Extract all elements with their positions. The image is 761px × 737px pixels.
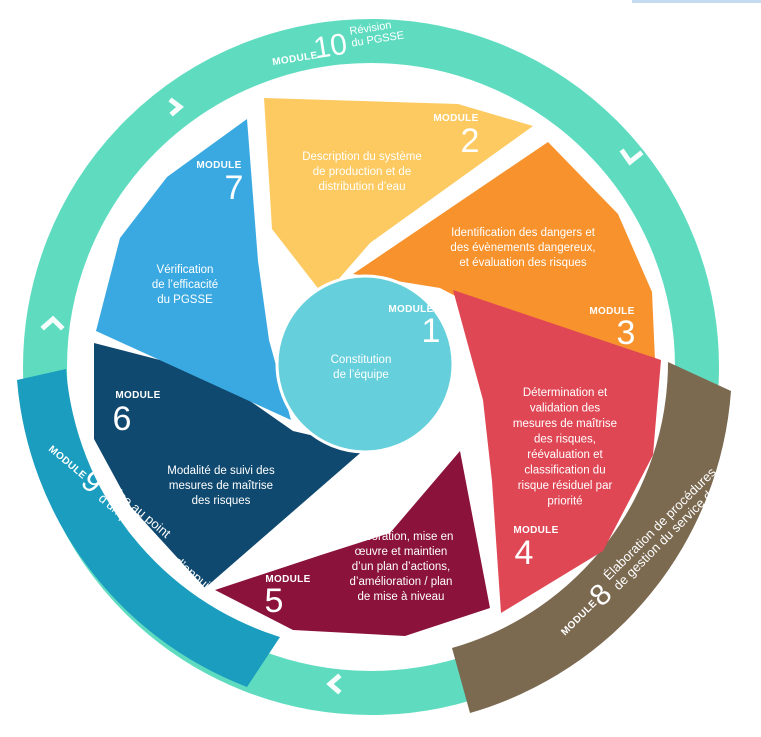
description-line: de mise à niveau bbox=[358, 591, 445, 603]
module-5-description: Élaboration, mise en œuvre et maintien d’u… bbox=[349, 530, 454, 603]
module-1-label: MODULE 1 Constitution de l’équipe bbox=[331, 304, 441, 381]
module-5-number: 5 bbox=[265, 582, 284, 620]
description-line: de l’équipe bbox=[333, 369, 389, 381]
description-line: mesures de maîtrise bbox=[513, 418, 617, 430]
module-6-number: 6 bbox=[113, 400, 132, 438]
description-line: Description du système bbox=[302, 151, 422, 163]
module-10-number: 10 bbox=[311, 28, 349, 66]
ring-chevron-icons bbox=[40, 97, 644, 695]
description-line: Identification des dangers et bbox=[451, 227, 596, 239]
description-line: validation des bbox=[530, 403, 601, 415]
description-line: du PGSSE bbox=[157, 294, 213, 306]
description-line: priorité bbox=[547, 496, 582, 508]
description-line: Détermination et bbox=[523, 387, 608, 399]
description-line: et évaluation des risques bbox=[459, 257, 586, 269]
description-line: œuvre et maintien bbox=[355, 546, 448, 558]
module-3-label: Identification des dangers et des évèneme… bbox=[450, 227, 635, 352]
outer-ring-module-10 bbox=[23, 19, 719, 715]
module-2-label: MODULE 2 Description du système de produc… bbox=[302, 113, 479, 193]
module-6-label: MODULE 6 Modalité de suivi des mesures de… bbox=[113, 390, 275, 507]
description-line: distribution d’eau bbox=[319, 181, 406, 193]
module-2-segment bbox=[264, 98, 533, 296]
module-2-description: Description du système de production et d… bbox=[302, 151, 422, 193]
module-9-arc bbox=[17, 369, 280, 687]
description-line: des risques, bbox=[534, 434, 596, 446]
description-line: de l’efficacité bbox=[152, 279, 218, 291]
module-3-segment bbox=[353, 142, 655, 360]
module-1-number: 1 bbox=[422, 312, 441, 350]
description-line: Élaboration, mise en bbox=[349, 530, 454, 543]
description-line: Modalité de suivi des bbox=[167, 465, 275, 477]
description-line: de production et de bbox=[313, 166, 411, 178]
description-line: Constitution bbox=[331, 354, 392, 366]
module-5-word: MODULE bbox=[265, 574, 310, 585]
module-4-description: Détermination et validation des mesures de… bbox=[513, 387, 617, 508]
module-1-description: Constitution de l’équipe bbox=[331, 354, 392, 381]
module-2-word: MODULE bbox=[433, 113, 478, 124]
module-4-label: Détermination et validation des mesures de… bbox=[513, 387, 617, 572]
module-3-number: 3 bbox=[617, 314, 636, 352]
description-line: Vérification bbox=[157, 264, 214, 276]
module-5-segment bbox=[215, 451, 490, 636]
module-1-circle bbox=[275, 274, 455, 454]
chevron-up-icon bbox=[40, 315, 65, 331]
description-line: classification du bbox=[524, 465, 605, 477]
module-4-segment bbox=[453, 290, 661, 613]
module-7-number: 7 bbox=[225, 169, 244, 207]
module-8-arc bbox=[452, 362, 731, 713]
module-3-description: Identification des dangers et des évèneme… bbox=[450, 227, 595, 269]
module-2-number: 2 bbox=[461, 122, 480, 160]
chevron-right-icon bbox=[168, 97, 184, 117]
chevron-down-icon bbox=[619, 148, 644, 166]
module-6-word: MODULE bbox=[115, 390, 160, 401]
description-line: des risques bbox=[192, 495, 251, 507]
module-6-description: Modalité de suivi des mesures de maîtrise… bbox=[167, 465, 275, 507]
module-7-segment bbox=[96, 119, 291, 420]
description-line: réévaluation et bbox=[527, 449, 603, 461]
module-7-word: MODULE bbox=[196, 160, 241, 171]
module-4-number: 4 bbox=[515, 534, 534, 572]
module-6-segment bbox=[94, 343, 366, 588]
description-line: des évènements dangereux, bbox=[450, 242, 595, 254]
module-3-word: MODULE bbox=[589, 306, 634, 317]
description-line: mesures de maîtrise bbox=[169, 480, 273, 492]
description-line: risque résiduel par bbox=[518, 480, 613, 492]
description-line: d’amélioration / plan bbox=[350, 576, 453, 588]
description-line: d’un plan d’actions, bbox=[352, 561, 450, 573]
chevron-left-icon bbox=[326, 673, 342, 695]
top-right-decorative-bar bbox=[632, 0, 761, 3]
module-7-label: MODULE 7 Vérification de l’efficacité du P… bbox=[152, 160, 244, 306]
module-7-description: Vérification de l’efficacité du PGSSE bbox=[152, 264, 218, 306]
module-1-word: MODULE bbox=[388, 304, 433, 315]
module-5-label: Élaboration, mise en œuvre et maintien d’u… bbox=[265, 530, 454, 620]
module-4-word: MODULE bbox=[513, 525, 558, 536]
